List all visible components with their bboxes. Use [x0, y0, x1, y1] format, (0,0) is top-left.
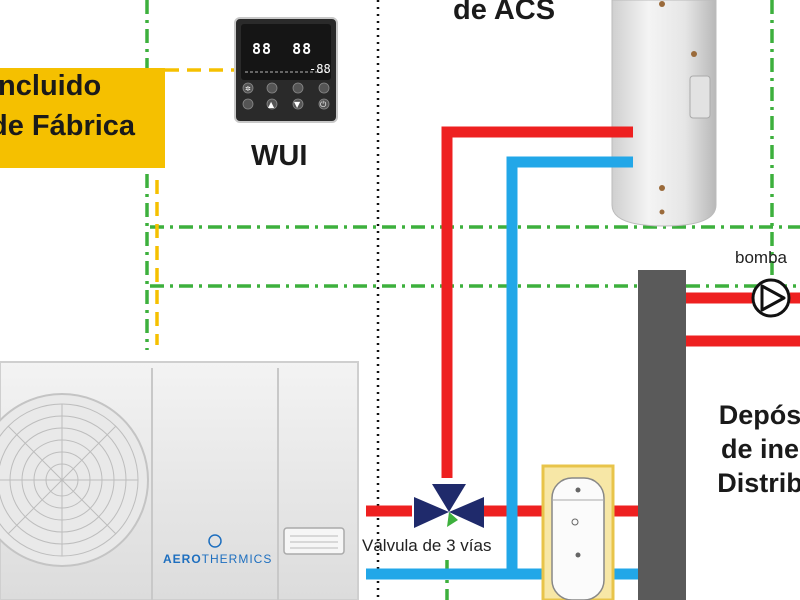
power-icon: ⏻ [320, 100, 327, 109]
controller-display: 88 88 [252, 40, 312, 58]
inertia-tank [638, 270, 686, 600]
brand-logo: AEROTHERMICS [163, 552, 272, 566]
snowflake-icon: ✲ [245, 85, 251, 93]
tank-label-line3: Distrib [717, 468, 800, 498]
hot-water-pipes [366, 126, 800, 517]
display-digits-right: 88 [292, 40, 313, 58]
control-wiring [145, 0, 800, 600]
inertia-tank-label: Depós de ine Distrib [690, 398, 800, 500]
included-label-line2: de Fábrica [0, 110, 136, 142]
up-arrow-icon: ▲ [268, 100, 275, 109]
dhw-cylinder [611, 0, 717, 227]
brand-bold: AERO [163, 552, 202, 566]
controller-wiring [155, 68, 240, 345]
pump-icon [751, 278, 791, 318]
display-digits-small: -88 [309, 62, 331, 76]
heat-pump-unit [0, 361, 359, 600]
tank-label-line1: Depós [718, 400, 800, 430]
factory-included-box: Incluido de Fábrica [0, 68, 165, 168]
brand-light: THERMICS [201, 552, 273, 566]
wui-label: WUI [251, 140, 308, 172]
three-way-valve-icon [414, 484, 484, 528]
buffer-tank [541, 464, 615, 600]
pump-label: bomba [735, 248, 787, 267]
included-label-line1: Incluido [0, 70, 102, 102]
tank-label-line2: de ine [720, 434, 800, 464]
wui-controller: ✲ ▲ ▼ ⏻ [234, 17, 338, 123]
acs-label: de ACS [453, 0, 556, 26]
down-arrow-icon: ▼ [294, 100, 301, 109]
display-digits-left: 88 [252, 40, 273, 58]
valve-label: Válvula de 3 vías [362, 536, 492, 555]
